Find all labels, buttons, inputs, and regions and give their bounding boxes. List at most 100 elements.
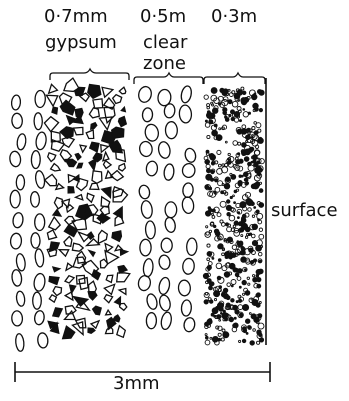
gypsum-crystal-icon <box>104 295 112 303</box>
dot-grain-icon <box>239 286 241 288</box>
dot-grain-icon <box>209 120 213 124</box>
grain-oval-icon <box>144 123 160 142</box>
grain-oval-icon <box>35 132 47 151</box>
dot-grain-icon <box>257 284 261 288</box>
dot-grain-icon <box>225 252 231 258</box>
grain-oval-icon <box>11 269 22 286</box>
dot-grain-icon <box>254 122 257 125</box>
gypsum-crystal-icon <box>47 230 56 239</box>
grain-oval-icon <box>158 294 172 312</box>
dot-grain-icon <box>207 265 211 269</box>
gypsum-thickness-label: 0·7mm <box>44 6 108 27</box>
dot-grain-icon <box>223 319 225 321</box>
dot-grain-icon <box>222 164 224 166</box>
dot-grain-icon <box>208 262 212 266</box>
gypsum-crystal-icon <box>106 275 113 282</box>
dot-grain-icon <box>239 313 243 317</box>
dot-grain-icon <box>229 215 235 221</box>
dot-grain-icon <box>248 283 250 285</box>
dot-grain-icon <box>257 341 260 344</box>
grain-oval-icon <box>163 163 175 180</box>
gypsum-crystal-icon <box>111 127 124 139</box>
dot-grain-icon <box>218 259 221 262</box>
gypsum-crystal-icon <box>93 99 103 108</box>
dot-grain-icon <box>234 317 236 319</box>
dot-grain-icon <box>233 195 235 197</box>
dot-grain-icon <box>211 88 217 94</box>
dot-grain-icon <box>207 135 210 138</box>
dot-grain-icon <box>216 294 218 296</box>
gypsum-crystal-icon <box>67 205 74 212</box>
gypsum-crystal-icon <box>45 174 57 185</box>
dot-grain-icon <box>221 223 225 227</box>
grain-oval-icon <box>181 300 192 317</box>
grain-oval-icon <box>137 85 153 103</box>
dot-grain-icon <box>232 253 237 258</box>
dot-grain-icon <box>227 237 232 242</box>
grain-oval-icon <box>11 95 21 111</box>
gypsum-crystal-icon <box>88 291 97 300</box>
dot-grain-icon <box>221 191 224 194</box>
gypsum-crystal-icon <box>87 193 94 202</box>
grain-oval-icon <box>16 133 27 150</box>
gypsum-crystal-icon <box>86 130 94 139</box>
dot-grain-icon <box>225 177 230 182</box>
gypsum-crystal-icon <box>89 158 97 171</box>
dot-grain-icon <box>227 283 231 287</box>
dot-grain-icon <box>233 268 237 272</box>
dot-grain-icon <box>253 277 258 282</box>
dot-grain-icon <box>235 273 239 277</box>
dot-grain-icon <box>238 299 241 302</box>
gypsum-crystal-icon <box>75 153 81 160</box>
dot-grain-icon <box>225 141 227 143</box>
dot-grain-icon <box>253 329 256 332</box>
dot-grain-icon <box>212 130 218 136</box>
dot-grain-icon <box>253 259 256 262</box>
gypsum-crystal-icon <box>104 161 112 169</box>
dot-grain-icon <box>236 301 238 303</box>
dot-grain-icon <box>259 234 264 239</box>
grain-oval-icon <box>33 273 46 292</box>
dot-grain-icon <box>206 232 209 235</box>
gypsum-crystal-icon <box>112 231 122 242</box>
dot-grain-icon <box>208 207 211 210</box>
grain-oval-icon <box>34 249 44 268</box>
gypsum-crystal-layer <box>44 78 129 339</box>
gypsum-crystal-icon <box>48 153 56 162</box>
grain-oval-icon <box>164 217 177 234</box>
dot-grain-icon <box>212 108 218 114</box>
grain-oval-icon <box>158 277 171 296</box>
dot-grain-icon <box>227 212 231 216</box>
dot-grain-icon <box>238 212 240 214</box>
dot-grain-icon <box>204 300 208 304</box>
grain-oval-icon <box>178 280 191 296</box>
gypsum-crystal-icon <box>118 116 126 127</box>
grain-oval-icon <box>138 184 151 199</box>
gypsum-crystal-icon <box>103 152 109 161</box>
gypsum-crystal-icon <box>72 243 83 251</box>
dot-grain-icon <box>248 208 252 212</box>
dot-grain-icon <box>218 333 221 336</box>
gypsum-crystal-icon <box>117 326 126 338</box>
grain-oval-icon <box>161 238 172 252</box>
dot-grain-icon <box>224 272 230 278</box>
dot-grain-icon <box>235 310 239 314</box>
dot-grain-icon <box>216 135 222 141</box>
grain-oval-icon <box>139 141 154 158</box>
dot-grain-icon <box>212 104 214 106</box>
dot-grain-icon <box>252 234 256 238</box>
dot-grain-icon <box>214 229 219 234</box>
grain-oval-icon <box>37 332 49 348</box>
dot-grain-icon <box>216 263 222 269</box>
gypsum-crystal-icon <box>121 107 126 112</box>
dot-grain-icon <box>241 98 247 104</box>
grain-oval-icon <box>182 258 195 275</box>
grain-oval-icon <box>35 214 45 231</box>
dot-grain-icon <box>225 116 228 119</box>
dot-grain-icon <box>258 129 261 132</box>
dot-grain-icon <box>259 338 263 342</box>
dot-grain-icon <box>207 258 210 261</box>
dot-grain-icon <box>253 103 259 109</box>
dot-grain-icon <box>259 108 262 111</box>
dot-grain-icon <box>253 109 255 111</box>
